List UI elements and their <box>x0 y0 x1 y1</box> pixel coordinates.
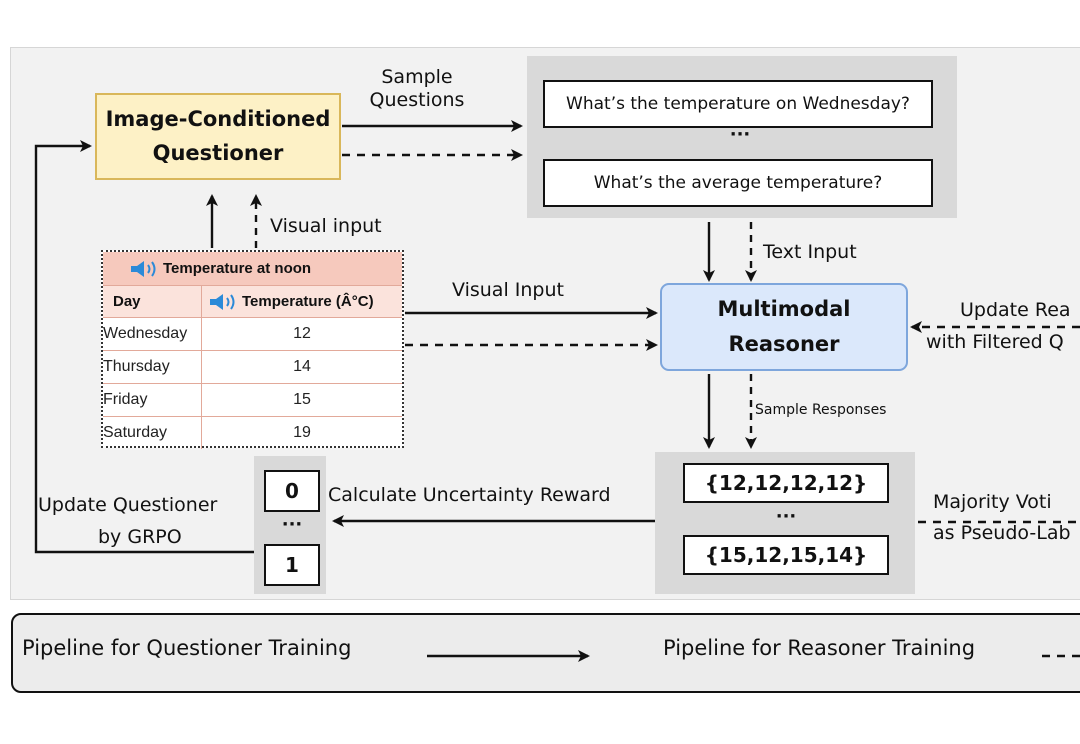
sample-questions-line2: Questions <box>369 88 465 111</box>
update-questioner-line1: Update Questioner <box>38 494 218 516</box>
visual-input-top-label: Visual input <box>270 215 382 237</box>
legend-reasoner-label: Pipeline for Reasoner Training <box>663 636 976 660</box>
update-reasoner-line1: Update Rea <box>960 299 1071 321</box>
reward-top-value: 0 <box>285 479 299 503</box>
table-row: Saturday 19 <box>103 417 402 450</box>
arrow-update-questioner-loop <box>34 140 254 554</box>
majority-voting-line1: Majority Voti <box>933 491 1052 513</box>
rewards-ellipsis: ··· <box>281 514 303 535</box>
legend-box <box>11 613 1080 693</box>
uncertainty-reward-label: Calculate Uncertainty Reward <box>328 484 611 506</box>
table-title: Temperature at noon <box>163 260 312 277</box>
table-cell-temp: 15 <box>201 384 402 416</box>
table-header-row: Day Temperature (Â°C) <box>103 285 402 318</box>
col-header-day: Day <box>113 293 141 310</box>
speaker-icon <box>208 292 238 312</box>
table-cell-day: Saturday <box>103 424 168 441</box>
reasoner-title-line2: Reasoner <box>728 332 840 356</box>
table-row: Friday 15 <box>103 384 402 417</box>
questions-ellipsis: ··· <box>729 124 751 145</box>
speaker-icon <box>129 259 159 279</box>
response-2-text: {15,12,15,14} <box>704 543 868 567</box>
response-box-1: {12,12,12,12} <box>683 463 889 503</box>
table-cell-temp: 19 <box>201 417 402 449</box>
sample-responses-label: Sample Responses <box>755 402 887 418</box>
question-box-1: What’s the temperature on Wednesday? <box>543 80 933 128</box>
response-box-2: {15,12,15,14} <box>683 535 889 575</box>
question-2-text: What’s the average temperature? <box>593 173 883 193</box>
questioner-title-line1: Image-Conditioned <box>105 106 331 131</box>
table-row: Thursday 14 <box>103 351 402 384</box>
table-title-row: Temperature at noon <box>103 252 402 285</box>
update-reasoner-line2: with Filtered Q <box>926 331 1064 353</box>
table-row: Wednesday 12 <box>103 318 402 351</box>
reasoner-title-line1: Multimodal <box>717 297 851 322</box>
table-cell-day: Wednesday <box>103 325 188 342</box>
sample-questions-label: Sample Questions <box>362 66 472 112</box>
visual-input-mid-label: Visual Input <box>452 279 564 301</box>
question-box-2: What’s the average temperature? <box>543 159 933 207</box>
update-questioner-line2: by GRPO <box>98 526 182 548</box>
col-header-temperature: Temperature (Â°C) <box>201 286 374 317</box>
majority-voting-line2: as Pseudo-Lab <box>933 522 1071 544</box>
questioner-box: Image-Conditioned Questioner <box>95 93 341 180</box>
sample-questions-line1: Sample <box>381 66 453 88</box>
response-1-text: {12,12,12,12} <box>704 471 868 495</box>
table-cell-day: Friday <box>103 391 148 408</box>
responses-ellipsis: ··· <box>775 506 797 527</box>
questioner-title-line2: Questioner <box>152 140 284 165</box>
reasoner-box: Multimodal Reasoner <box>660 283 908 371</box>
question-1-text: What’s the temperature on Wednesday? <box>566 94 910 114</box>
reward-box-bottom: 1 <box>264 544 320 586</box>
col-header-temperature-text: Temperature (Â°C) <box>242 293 374 310</box>
table-cell-day: Thursday <box>103 358 170 375</box>
text-input-label: Text Input <box>763 241 857 263</box>
reward-bottom-value: 1 <box>285 553 299 577</box>
legend-questioner-label: Pipeline for Questioner Training <box>22 636 352 660</box>
temperature-table: Temperature at noon Day Temperature (Â°C… <box>101 250 404 450</box>
table-cell-temp: 14 <box>201 351 402 383</box>
reward-box-top: 0 <box>264 470 320 512</box>
table-cell-temp: 12 <box>201 318 402 350</box>
